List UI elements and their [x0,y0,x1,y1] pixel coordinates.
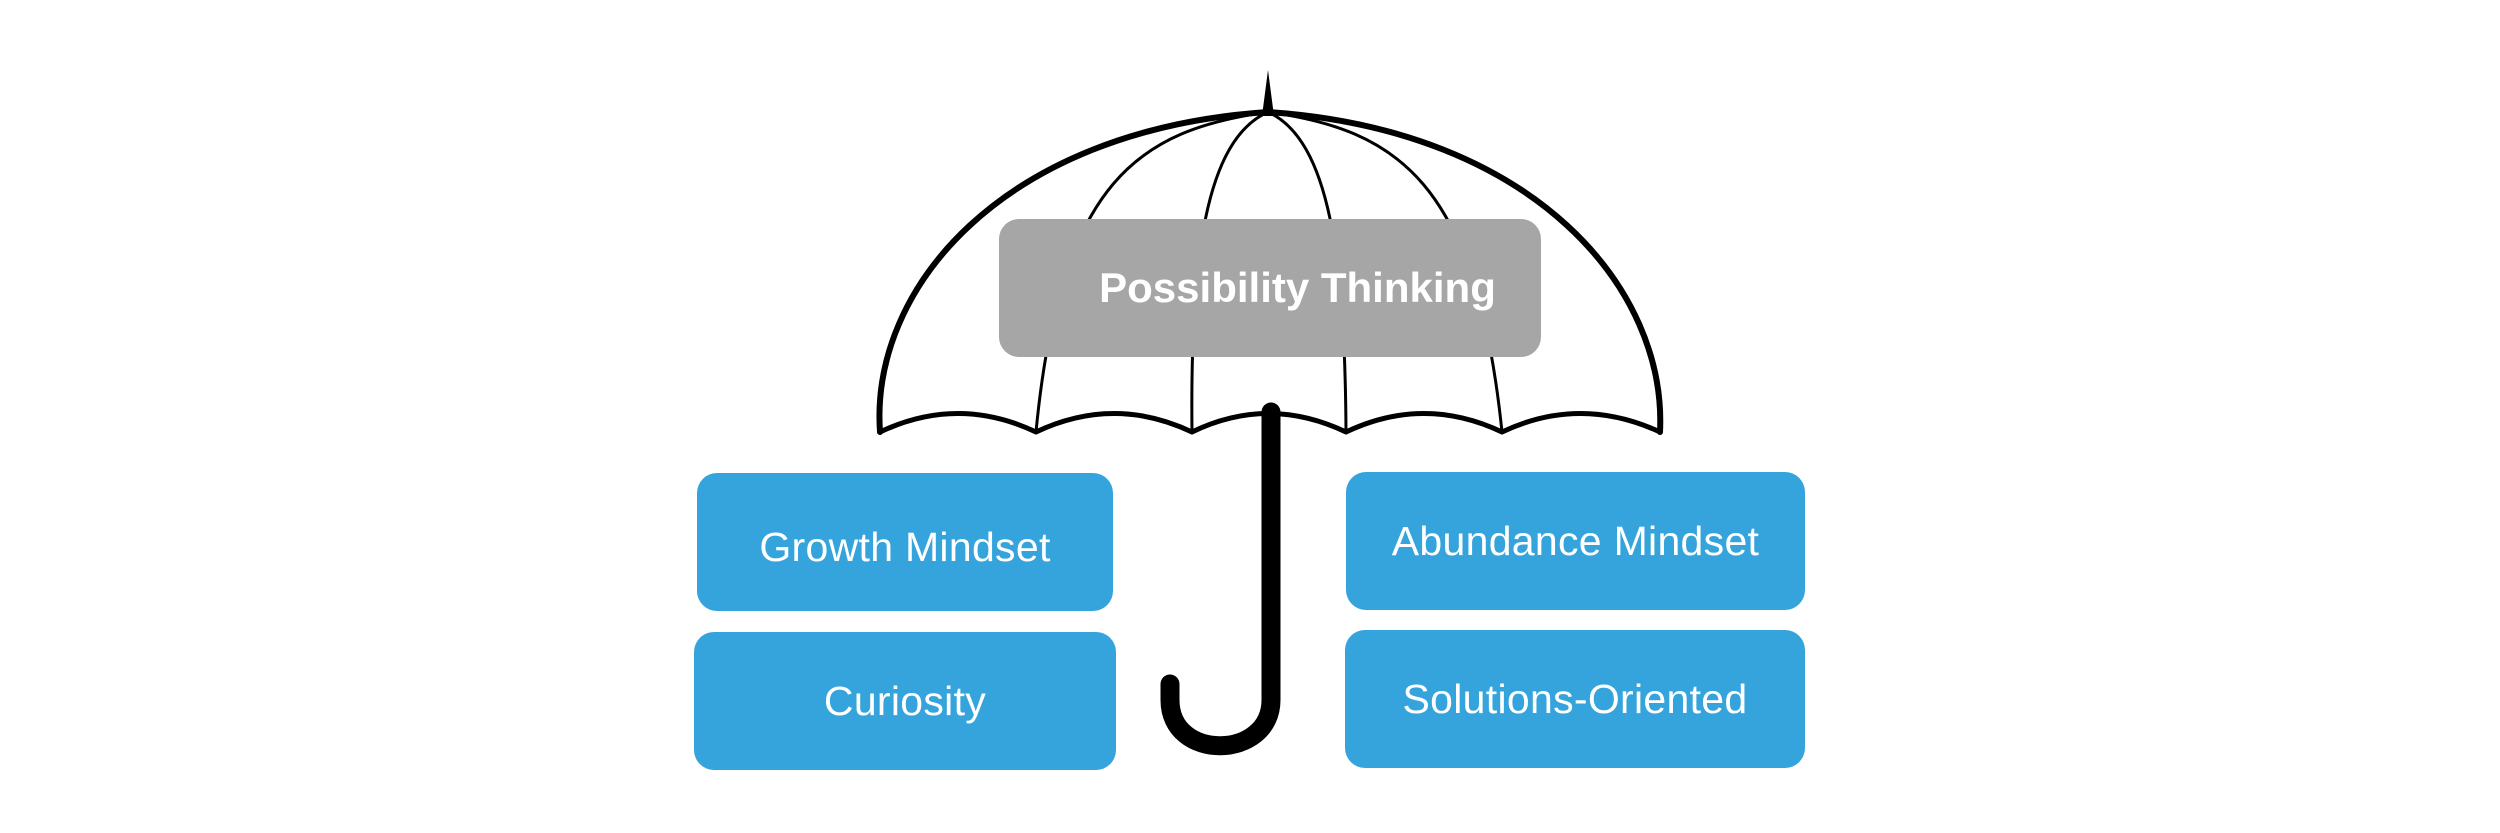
possibility-thinking-label: Possibility Thinking [1099,264,1496,311]
growth-mindset-box: Growth Mindset [697,473,1113,611]
possibility-thinking-box: Possibility Thinking [999,219,1541,357]
curiosity-label: Curiosity [823,677,987,724]
growth-mindset-label: Growth Mindset [759,523,1051,570]
abundance-mindset-label: Abundance Mindset [1391,517,1760,564]
solutions-oriented-box: Solutions-Oriented [1345,630,1805,768]
solutions-oriented-label: Solutions-Oriented [1402,675,1748,722]
umbrella-tip [1262,70,1274,116]
curiosity-box: Curiosity [694,632,1116,770]
umbrella-handle [1160,402,1281,756]
abundance-mindset-box: Abundance Mindset [1346,472,1805,610]
